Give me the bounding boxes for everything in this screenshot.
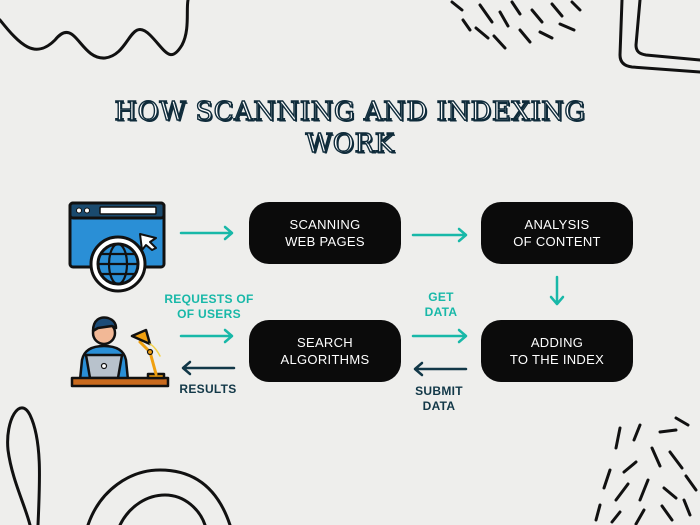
label-get-data: GET DATA [410,290,472,320]
label-line: DATA [422,399,456,413]
label-line: OF USERS [177,307,241,321]
label-line: DATA [424,305,458,319]
step-label-line: TO THE INDEX [509,352,605,367]
arrow-requests-to-search [179,328,234,344]
arrow-search-to-adding-get-data [411,328,468,344]
arrow-adding-to-search-submit-data [413,361,468,377]
arrow-browser-to-scanning [179,225,234,241]
step-search-algorithms: SEARCH ALGORITHMS [249,320,401,382]
step-label-line: ALGORITHMS [280,352,370,367]
arrow-scanning-to-analysis [411,227,468,243]
step-scanning-web-pages: SCANNING WEB PAGES [249,202,401,264]
step-analysis-of-content: ANALYSIS OF CONTENT [481,202,633,264]
label-line: SUBMIT [415,384,463,398]
step-label-line: WEB PAGES [285,234,365,249]
step-label-line: ADDING [530,335,584,350]
arrow-search-to-user-results [181,360,236,376]
step-label-line: SCANNING [289,217,361,232]
label-results: RESULTS [179,382,237,396]
label-line: REQUESTS OF [164,292,254,306]
step-label-line: SEARCH [297,335,353,350]
arrow-analysis-to-adding [549,275,565,306]
step-label-line: OF CONTENT [513,234,601,249]
label-line: GET [428,290,454,304]
label-submit-data: SUBMIT DATA [404,384,474,414]
label-requests-of-users: REQUESTS OF OF USERS [158,292,260,322]
step-adding-to-the-index: ADDING TO THE INDEX [481,320,633,382]
diagram-title-line-1: HOW SCANNING AND INDEXING [114,96,586,127]
diagram-title-line-2: WORK [305,128,395,159]
step-label-line: ANALYSIS [524,217,590,232]
